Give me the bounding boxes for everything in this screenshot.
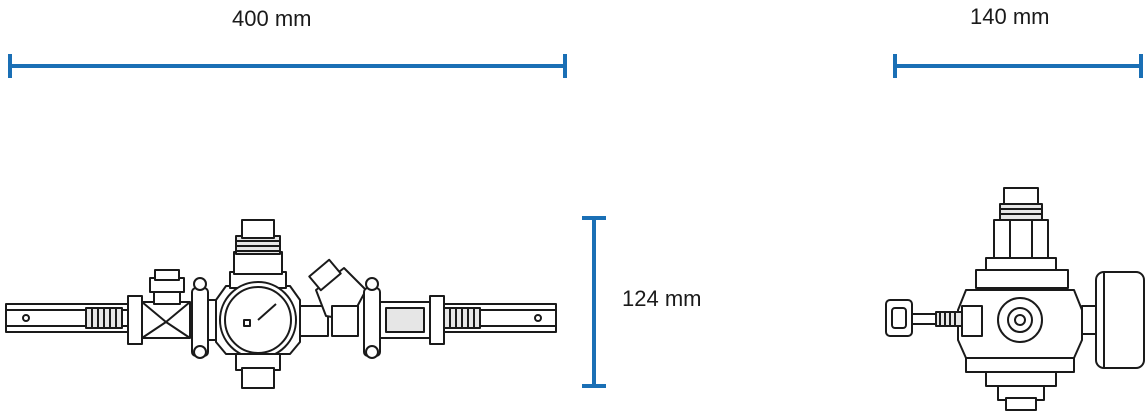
right-coupling [443,307,481,329]
side-width-dimension [893,54,1143,78]
side-width-label: 140 mm [970,4,1050,29]
front-width-dimension [8,54,567,78]
side-view-valve [885,187,1145,411]
front-view-valve-assembly [5,219,557,389]
height-label: 124 mm [622,286,702,311]
left-coupling [85,307,123,329]
height-dimension [582,216,606,388]
front-width-label: 400 mm [232,6,312,31]
